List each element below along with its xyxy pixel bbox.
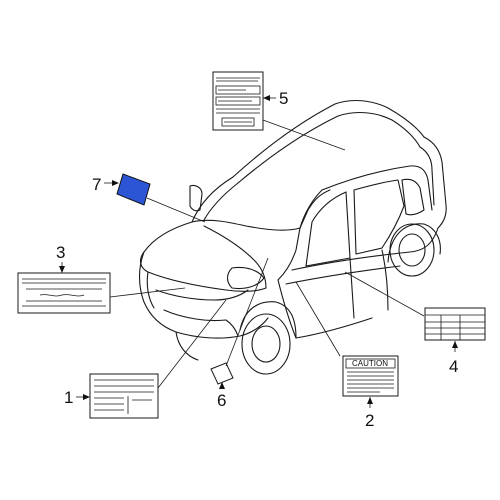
leader-4 [344, 271, 425, 317]
leader-6 [225, 257, 269, 367]
label-1-vin-label[interactable] [89, 373, 159, 419]
vehicle-outline [138, 99, 447, 375]
callout-1-arrow [83, 394, 90, 400]
label-3-tire-label[interactable] [17, 272, 111, 314]
callout-4-arrow [452, 341, 458, 348]
callout-2-arrow [367, 397, 373, 404]
label-5-emission-label[interactable] [212, 71, 264, 131]
label-4-info-table-label[interactable] [424, 307, 486, 341]
leader-2 [295, 281, 341, 357]
callout-1: 1 [64, 388, 73, 407]
callout-2: 2 [365, 411, 374, 430]
leader-1 [157, 299, 227, 389]
leader-5 [262, 119, 346, 151]
caution-heading: CAUTION [352, 359, 388, 368]
callout-6-arrow [219, 382, 225, 389]
callout-7-arrow [112, 180, 119, 186]
leader-3 [109, 287, 186, 298]
callout-4: 4 [449, 357, 458, 376]
label-2-caution-label[interactable]: CAUTION [342, 355, 399, 397]
callout-5: 5 [279, 89, 288, 108]
callout-3-arrow [59, 266, 65, 273]
label-6-small-label[interactable] [210, 362, 234, 385]
callout-5-arrow [263, 95, 270, 101]
label-7-highlighted[interactable] [116, 173, 151, 206]
leader-7 [146, 197, 206, 223]
callout-7: 7 [92, 175, 101, 194]
callout-3: 3 [56, 243, 65, 262]
callout-6: 6 [217, 391, 226, 410]
